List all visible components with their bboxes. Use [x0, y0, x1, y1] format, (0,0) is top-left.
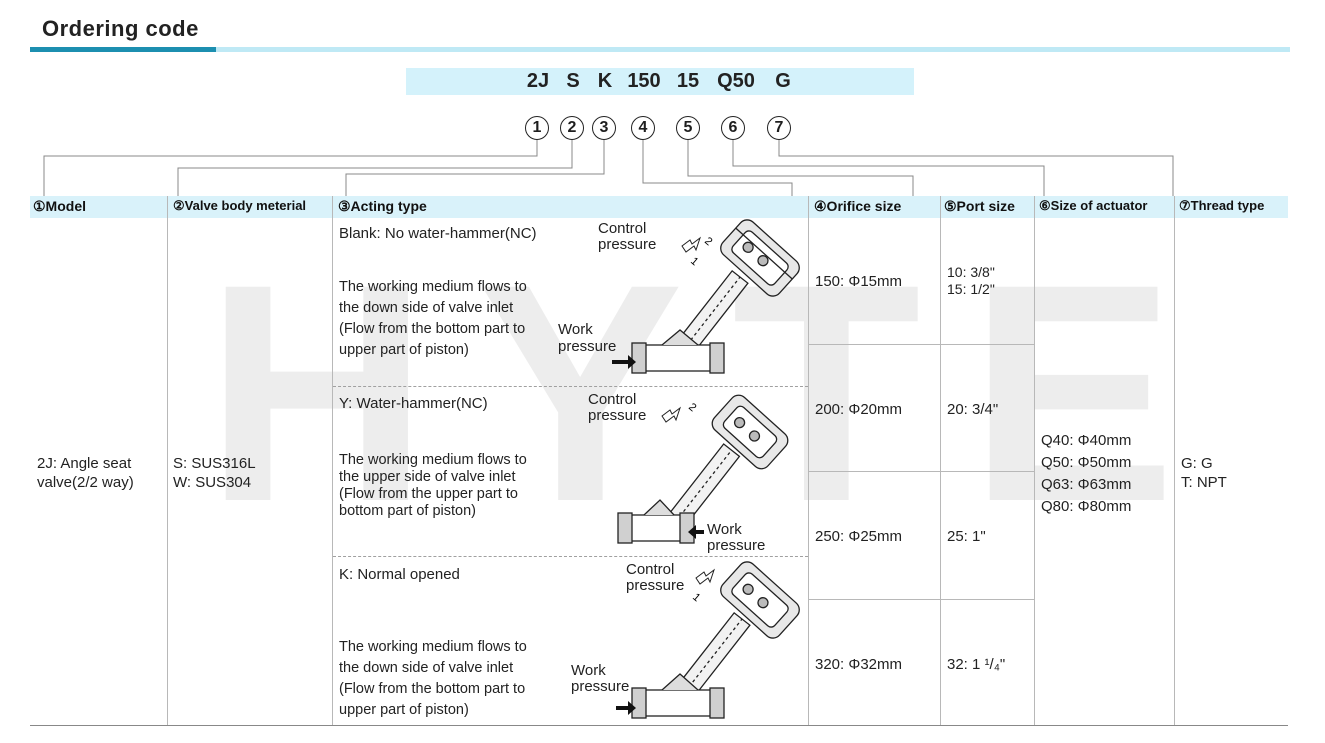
code-acting: K — [597, 70, 613, 92]
acting-k-desc-4: upper part of piston) — [339, 702, 469, 718]
grid-col-line — [1174, 196, 1175, 726]
header-thread-type: ⑦Thread type — [1179, 198, 1265, 213]
acting-k-desc-1: The working medium flows to — [339, 639, 527, 655]
acting-nc-title: Blank: No water-hammer(NC) — [339, 225, 537, 242]
control-pressure-label: pressure — [588, 407, 647, 424]
code-orifice: 150 — [627, 70, 661, 92]
control-pressure-label: pressure — [598, 236, 657, 253]
header-model: ①Model — [33, 198, 86, 214]
valve-diagram-normal-opened: 1 — [616, 561, 800, 719]
actuator-q40: Q40: Φ40mm — [1041, 432, 1132, 449]
acting-y-desc-4: bottom part of piston) — [339, 503, 477, 519]
header-port-size: ⑤Port size — [944, 198, 1015, 214]
code-band — [406, 68, 914, 95]
acting-divider — [333, 556, 808, 557]
grid-col-line — [808, 196, 809, 726]
port-25: 25: 1" — [947, 528, 986, 545]
port-20: 20: 3/4" — [947, 401, 999, 418]
grid-col-line — [332, 196, 333, 726]
table-header-band — [30, 196, 1288, 218]
actuator-q50: Q50: Φ50mm — [1041, 454, 1132, 471]
orifice-320: 320: Φ32mm — [815, 656, 903, 673]
grid-col-line — [940, 196, 941, 726]
acting-y-desc-1: The working medium flows to — [339, 452, 527, 468]
work-pressure-label: Work — [707, 521, 742, 538]
acting-y-title: Y: Water-hammer(NC) — [339, 395, 488, 412]
circle-6: 6 — [721, 116, 745, 140]
control-pressure-label: pressure — [626, 577, 685, 594]
work-pressure-label: pressure — [571, 678, 630, 695]
orifice-250: 250: Φ25mm — [815, 528, 903, 545]
valve-diagram-water-hammer: 2 — [617, 394, 789, 544]
code-material: S — [566, 70, 580, 92]
acting-y-desc-2: the upper side of valve inlet — [339, 469, 516, 485]
material-sus316l: S: SUS316L — [173, 455, 256, 472]
header-orifice-size: ④Orifice size — [814, 198, 902, 214]
work-pressure-label: pressure — [707, 537, 766, 554]
work-pressure-label: Work — [571, 662, 606, 679]
title-underline-accent — [30, 47, 216, 52]
circle-3: 3 — [592, 116, 616, 140]
model-line-1: 2J: Angle seat — [37, 455, 132, 472]
acting-nc-desc-4: upper part of piston) — [339, 342, 469, 358]
code-port: 15 — [676, 70, 700, 92]
circle-4: 4 — [631, 116, 655, 140]
actuator-q63: Q63: Φ63mm — [1041, 476, 1132, 493]
grid-col-line — [1034, 196, 1035, 726]
orifice-150: 150: Φ15mm — [815, 273, 903, 290]
circle-5: 5 — [676, 116, 700, 140]
work-pressure-label: Work — [558, 321, 593, 338]
header-body-material: ②Valve body meterial — [173, 198, 307, 213]
connector-lines — [43, 140, 1174, 196]
acting-k-desc-2: the down side of valve inlet — [339, 660, 514, 676]
grid-row-line — [808, 344, 1034, 345]
work-pressure-label: pressure — [558, 338, 617, 355]
grid-col-line — [167, 196, 168, 726]
code-model: 2J — [526, 70, 550, 92]
port-15: 15: 1/2" — [947, 281, 995, 297]
grid-row-line — [808, 471, 1034, 472]
valve-diagram-no-water-hammer: 2 1 — [612, 219, 800, 374]
port-2-label: 2 — [702, 235, 714, 248]
header-acting-type: ③Acting type — [338, 198, 427, 214]
actuator-q80: Q80: Φ80mm — [1041, 498, 1132, 515]
code-actuator: Q50 — [717, 70, 755, 92]
circle-1: 1 — [525, 116, 549, 140]
page-title: Ordering code — [42, 16, 199, 41]
code-thread: G — [775, 70, 791, 92]
control-pressure-label: Control — [588, 391, 637, 408]
control-pressure-label: Control — [598, 220, 647, 237]
port-1-label: 1 — [688, 255, 700, 268]
acting-nc-desc-2: the down side of valve inlet — [339, 300, 514, 316]
port-32: 32: 1 ¹/₄" — [947, 656, 1006, 673]
port-2-label: 2 — [686, 401, 698, 414]
circle-2: 2 — [560, 116, 584, 140]
grid-row-line — [808, 599, 1034, 600]
acting-y-desc-3: (Flow from the upper part to — [339, 486, 518, 502]
circle-7: 7 — [767, 116, 791, 140]
thread-npt: T: NPT — [1181, 474, 1227, 491]
header-actuator-size: ⑥Size of actuator — [1039, 198, 1148, 213]
material-sus304: W: SUS304 — [173, 474, 252, 491]
table-bottom-line — [30, 725, 1288, 726]
port-10: 10: 3/8" — [947, 264, 995, 280]
acting-k-title: K: Normal opened — [339, 566, 460, 583]
acting-divider — [333, 386, 808, 387]
title-underline — [216, 47, 1290, 52]
acting-k-desc-3: (Flow from the bottom part to — [339, 681, 526, 697]
acting-nc-desc-3: (Flow from the bottom part to — [339, 321, 526, 337]
thread-g: G: G — [1181, 455, 1213, 472]
control-pressure-label: Control — [626, 561, 675, 578]
port-1-label: 1 — [690, 591, 702, 604]
model-line-2: valve(2/2 way) — [37, 474, 134, 491]
orifice-200: 200: Φ20mm — [815, 401, 903, 418]
acting-nc-desc-1: The working medium flows to — [339, 279, 527, 295]
